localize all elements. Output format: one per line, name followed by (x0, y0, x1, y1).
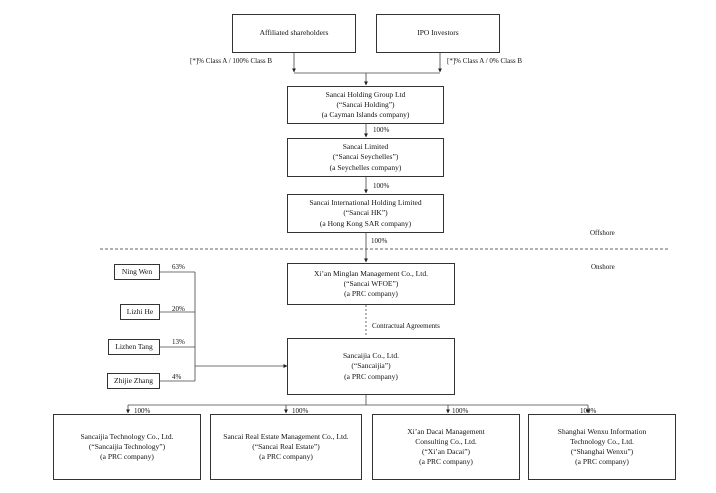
sancaijia-jurisdiction: (a PRC company) (344, 371, 398, 381)
owner-lizhen-tang-box: Lizhen Tang (108, 339, 160, 355)
pct-right-label: [*]% Class A / 0% Class B (447, 57, 523, 65)
owner-name: Lizhi He (126, 306, 154, 316)
sub-line: (“Sancai Real Estate”) (252, 441, 320, 451)
sancai-holding-box: Sancai Holding Group Ltd (“Sancai Holdin… (287, 86, 444, 124)
sub-line: (“Shanghai Wenxu”) (570, 447, 634, 456)
owner-name: Lizhen Tang (115, 341, 153, 351)
pct-holding-seychelles: 100% (373, 126, 390, 134)
sub-pct: 100% (580, 407, 597, 415)
seychelles-alias: (“Sancai Seychelles”) (332, 152, 399, 162)
sub-line: Sancaijia Technology Co., Ltd. (80, 431, 174, 441)
ipo-label: IPO Investors (417, 28, 459, 38)
sub-line: (a PRC company) (419, 457, 473, 467)
xian-dacai-box: Xi’an Dacai Management Consulting Co., L… (372, 414, 520, 480)
contractual-agreements-label: Contractual Agreements (372, 322, 440, 330)
affiliated-label: Affiliated shareholders (259, 28, 329, 38)
owner-zhijie-zhang-box: Zhijie Zhang (107, 373, 160, 389)
holding-name: Sancai Holding Group Ltd (325, 89, 406, 99)
owner-lizhi-he-box: Lizhi He (120, 304, 160, 320)
holding-alias: (“Sancai Holding”) (336, 99, 395, 109)
sub-line: (“Xi’an Dacai”) (421, 447, 471, 456)
pct-left-label: [*]% Class A / 100% Class B (190, 57, 273, 65)
sub-line: Shanghai Wenxu Information (557, 426, 647, 436)
sub-line: Consulting Co., Ltd. (415, 436, 477, 446)
sancai-real-estate-box: Sancai Real Estate Management Co., Ltd. … (210, 414, 362, 480)
seychelles-jurisdiction: (a Seychelles company) (329, 162, 402, 172)
sub-line: (“Sancaijia Technology”) (88, 441, 166, 451)
sancaijia-alias: (“Sancaijia”) (351, 361, 391, 371)
wfoe-alias: (“Sancai WFOE”) (343, 278, 399, 288)
sub-line: Sancai Real Estate Management Co., Ltd. (223, 431, 349, 441)
pct-seychelles-hk: 100% (373, 182, 390, 190)
seychelles-name: Sancai Limited (342, 142, 389, 152)
shanghai-wenxu-box: Shanghai Wenxu Information Technology Co… (528, 414, 676, 480)
sancaijia-name: Sancaijia Co., Ltd. (342, 351, 400, 361)
sancai-seychelles-box: Sancai Limited (“Sancai Seychelles”) (a … (287, 138, 444, 177)
owner-ning-wen-box: Ning Wen (114, 264, 160, 280)
owner-name: Ning Wen (121, 266, 153, 276)
sancai-hk-box: Sancai International Holding Limited (“S… (287, 194, 444, 233)
sub-line: (a PRC company) (259, 452, 313, 462)
owner-pct: 63% (172, 263, 185, 271)
owner-pct: 4% (172, 373, 182, 381)
sub-line: (a PRC company) (100, 452, 154, 462)
sub-line: Xi’an Dacai Management (407, 426, 485, 436)
pct-hk-wfoe: 100% (371, 237, 388, 245)
holding-jurisdiction: (a Cayman Islands company) (321, 110, 410, 120)
sancaijia-technology-box: Sancaijia Technology Co., Ltd. (“Sancaij… (53, 414, 201, 480)
ipo-investors-box: IPO Investors (376, 14, 500, 53)
affiliated-shareholders-box: Affiliated shareholders (232, 14, 356, 53)
sub-pct: 100% (452, 407, 469, 415)
hk-alias: (“Sancai HK”) (343, 208, 388, 218)
wfoe-jurisdiction: (a PRC company) (344, 289, 398, 299)
sub-line: (a PRC company) (575, 457, 629, 467)
owner-name: Zhijie Zhang (114, 375, 153, 385)
sancai-wfoe-box: Xi’an Minglan Management Co., Ltd. (“San… (287, 263, 455, 305)
sancaijia-box: Sancaijia Co., Ltd. (“Sancaijia”) (a PRC… (287, 338, 455, 395)
owner-pct: 20% (172, 305, 185, 313)
offshore-label: Offshore (590, 229, 615, 237)
onshore-label: Onshore (591, 263, 615, 271)
sub-pct: 100% (134, 407, 151, 415)
owner-pct: 13% (172, 338, 185, 346)
hk-name: Sancai International Holding Limited (309, 198, 422, 208)
sub-line: Technology Co., Ltd. (570, 436, 634, 446)
wfoe-name: Xi’an Minglan Management Co., Ltd. (314, 268, 428, 278)
sub-pct: 100% (292, 407, 309, 415)
hk-jurisdiction: (a Hong Kong SAR company) (319, 218, 412, 228)
